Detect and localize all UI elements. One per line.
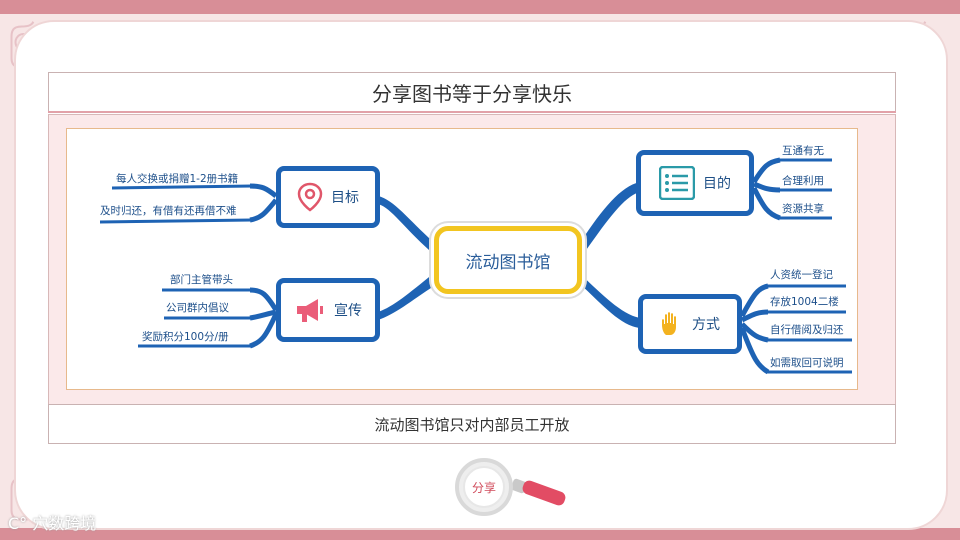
- node-promotion: 宣传: [276, 278, 380, 342]
- connector-promotion: [378, 270, 440, 320]
- leaf-goal-2: 及时归还，有借有还再借不难: [100, 204, 237, 218]
- leaf-promotion-3: 奖励积分100分/册: [142, 330, 229, 344]
- watermark: C° 穴数跨境: [8, 510, 96, 534]
- connector-purpose: [578, 182, 640, 256]
- leaf-method-3: 自行借阅及归还: [770, 323, 844, 337]
- node-purpose-label: 目的: [703, 173, 731, 193]
- slide-caption: 流动图书馆只对内部员工开放: [48, 404, 896, 444]
- leaf-method-2: 存放1004二楼: [770, 295, 839, 309]
- node-goal: 目标: [276, 166, 380, 228]
- location-pin-icon: [297, 182, 323, 212]
- node-method-label: 方式: [692, 314, 720, 334]
- node-purpose: 目的: [636, 150, 754, 216]
- leaf-purpose-2: 合理利用: [782, 174, 824, 188]
- leaf-method-1: 人资统一登记: [770, 268, 833, 282]
- connector-method: [578, 272, 640, 328]
- hand-icon: [660, 311, 684, 337]
- node-method: 方式: [638, 294, 742, 354]
- leaf-promotion-1: 部门主管带头: [170, 273, 233, 287]
- node-promotion-label: 宣传: [334, 300, 362, 320]
- center-node: 流动图书馆: [434, 226, 582, 294]
- leaf-method-4: 如需取回可说明: [770, 356, 844, 370]
- connector-goal: [378, 196, 438, 256]
- leaf-goal-1: 每人交换或捐赠1-2册书籍: [116, 172, 238, 186]
- leaf-purpose-3: 资源共享: [782, 202, 824, 216]
- leaf-purpose-1: 互通有无: [782, 144, 824, 158]
- share-button[interactable]: 分享: [455, 458, 513, 516]
- leaf-promotion-2: 公司群内倡议: [166, 301, 229, 315]
- megaphone-icon: [294, 296, 326, 324]
- list-icon: [659, 166, 695, 200]
- share-button-label: 分享: [463, 466, 505, 508]
- node-goal-label: 目标: [331, 187, 359, 207]
